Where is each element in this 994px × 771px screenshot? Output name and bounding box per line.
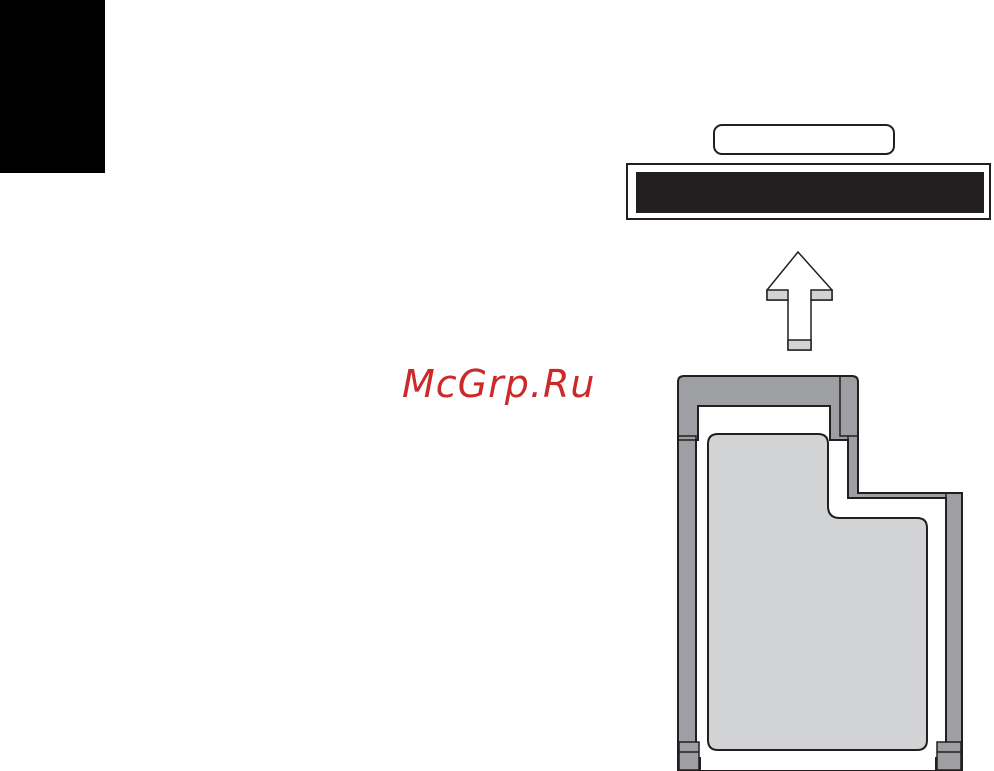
card-label-area (708, 434, 927, 750)
expresscard-slot (627, 125, 990, 219)
slot-opening (636, 172, 984, 213)
arrow-shade-left (767, 290, 788, 300)
insert-direction-arrow (767, 252, 832, 350)
slot-cover-flap (714, 125, 894, 154)
arrow-shade-bottom (788, 340, 811, 350)
expresscard (678, 376, 962, 771)
watermark-text: McGrp.Ru (402, 362, 595, 406)
card-bottom-left-tab (679, 742, 699, 770)
arrow-shade-right (811, 290, 832, 300)
card-bottom-right-tab (937, 742, 961, 770)
arrow-up-icon (767, 252, 832, 350)
